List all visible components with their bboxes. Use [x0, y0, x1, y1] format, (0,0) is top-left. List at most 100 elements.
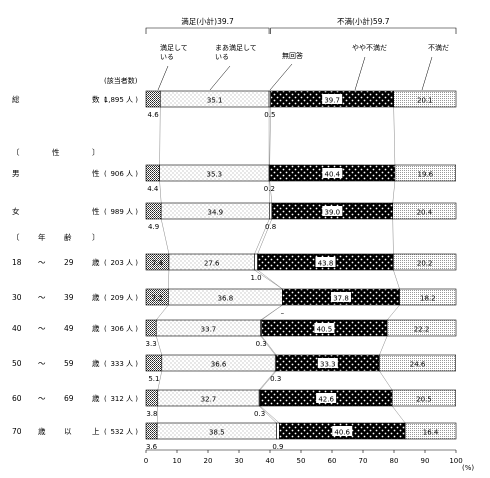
- row-label: 30: [12, 293, 22, 302]
- row-label: 総: [12, 94, 20, 104]
- connector-line: [156, 405, 159, 424]
- value-label: 5.1: [148, 375, 159, 383]
- x-tick-label: 70: [359, 457, 368, 465]
- bar-segment: [404, 422, 457, 440]
- bar-segment: [145, 389, 159, 407]
- row-count: 906 人 ): [110, 170, 138, 178]
- x-tick-label: 60: [328, 457, 337, 465]
- connector-line: [269, 180, 273, 204]
- row-label: 男: [12, 169, 20, 178]
- row-label: 女: [12, 206, 20, 216]
- row-label: 〜: [38, 324, 46, 333]
- count-header: (該当者数): [104, 76, 138, 85]
- value-label: 33.7: [201, 326, 217, 334]
- value-label: 22.2: [414, 326, 430, 334]
- value-label-bg: [314, 323, 335, 333]
- row-label: 70: [12, 427, 22, 436]
- value-label: 37.8: [333, 295, 349, 303]
- row-label: 50: [12, 359, 22, 368]
- row-label: 39: [64, 293, 74, 302]
- value-label: 20.5: [416, 396, 432, 404]
- value-label: 7.2: [152, 295, 163, 303]
- satisfied-bracket: [145, 27, 270, 34]
- value-label: 0.3: [270, 375, 281, 383]
- value-label-bg: [316, 393, 337, 403]
- dissatisfied-bracket: [270, 27, 457, 34]
- row-label: 18: [12, 258, 22, 267]
- row-count-open: (: [104, 96, 107, 104]
- x-tick-label: 80: [390, 457, 399, 465]
- value-label-bg: [330, 292, 351, 302]
- x-tick-label: 30: [235, 457, 244, 465]
- connector-line: [160, 218, 170, 255]
- value-label: 40.5: [317, 326, 333, 334]
- connector-line: [379, 335, 388, 356]
- x-tick-label: 0: [144, 457, 148, 465]
- value-label: 4.9: [148, 223, 159, 231]
- value-label: 7.4: [152, 260, 164, 268]
- connector-line: [392, 218, 394, 255]
- connector-line: [257, 269, 283, 290]
- row-label: 69: [64, 394, 74, 403]
- value-label: 0.2: [264, 185, 275, 193]
- row-label: 60: [12, 394, 22, 403]
- section-header: 〕: [92, 148, 100, 157]
- row-label: 歳: [92, 393, 100, 403]
- legend-label: いる: [215, 53, 229, 61]
- row-count-open: (: [104, 325, 107, 333]
- value-label: 34.9: [207, 209, 223, 217]
- value-label: 40.4: [325, 171, 341, 179]
- value-label: 38.5: [209, 429, 225, 437]
- value-label: 19.6: [418, 171, 434, 179]
- x-unit-label: (%): [462, 464, 474, 472]
- value-label: 20.2: [417, 260, 433, 268]
- row-label: 歳: [92, 323, 100, 333]
- legend-label: まあ満足して: [215, 44, 257, 52]
- value-label: 16.4: [423, 429, 439, 437]
- connector-line: [155, 335, 163, 356]
- row-label: 以: [64, 427, 72, 436]
- value-label: 39.0: [325, 209, 341, 217]
- legend-leader: [421, 56, 433, 91]
- section-header: 性: [52, 147, 60, 157]
- row-label: 〜: [38, 293, 46, 302]
- row-count-open: (: [104, 170, 107, 178]
- bar-segment: [394, 164, 456, 182]
- connector-line: [379, 370, 393, 391]
- bar-segment: [145, 354, 163, 372]
- row-count: 209 人 ): [110, 294, 138, 302]
- connector-line: [393, 269, 400, 290]
- legend-leader: [269, 63, 293, 91]
- connector-line: [393, 106, 396, 166]
- row-count-open: (: [104, 259, 107, 267]
- connector-line: [260, 335, 276, 356]
- connector-line: [254, 269, 283, 290]
- legend-leader: [209, 65, 231, 91]
- group-header-satisfied: 満足(小計)39.7: [181, 16, 234, 26]
- bar-segment: [393, 253, 457, 271]
- value-label: 40.6: [334, 429, 350, 437]
- row-label: 歳: [92, 358, 100, 368]
- value-label: 0.3: [254, 410, 265, 418]
- legend-leader: [354, 56, 366, 91]
- x-tick-label: 90: [421, 457, 430, 465]
- connector-line: [257, 218, 273, 255]
- value-label: 0.3: [256, 340, 267, 348]
- connector-line: [159, 180, 162, 204]
- value-label: 42.6: [318, 396, 334, 404]
- bar-segment: [393, 90, 457, 108]
- bar-segment: [145, 422, 158, 440]
- row-count: 306 人 ): [110, 325, 138, 333]
- value-label-bg: [322, 206, 343, 216]
- x-tick-label: 20: [204, 457, 213, 465]
- value-label: 20.4: [417, 209, 433, 217]
- bar-segment: [269, 202, 273, 220]
- value-label: 35.3: [207, 171, 223, 179]
- row-label: 59: [64, 359, 74, 368]
- row-count-open: (: [104, 294, 107, 302]
- row-count-open: (: [104, 395, 107, 403]
- connector-line: [159, 106, 161, 166]
- section-header: 齢: [64, 232, 72, 242]
- bar-segment: [145, 319, 157, 337]
